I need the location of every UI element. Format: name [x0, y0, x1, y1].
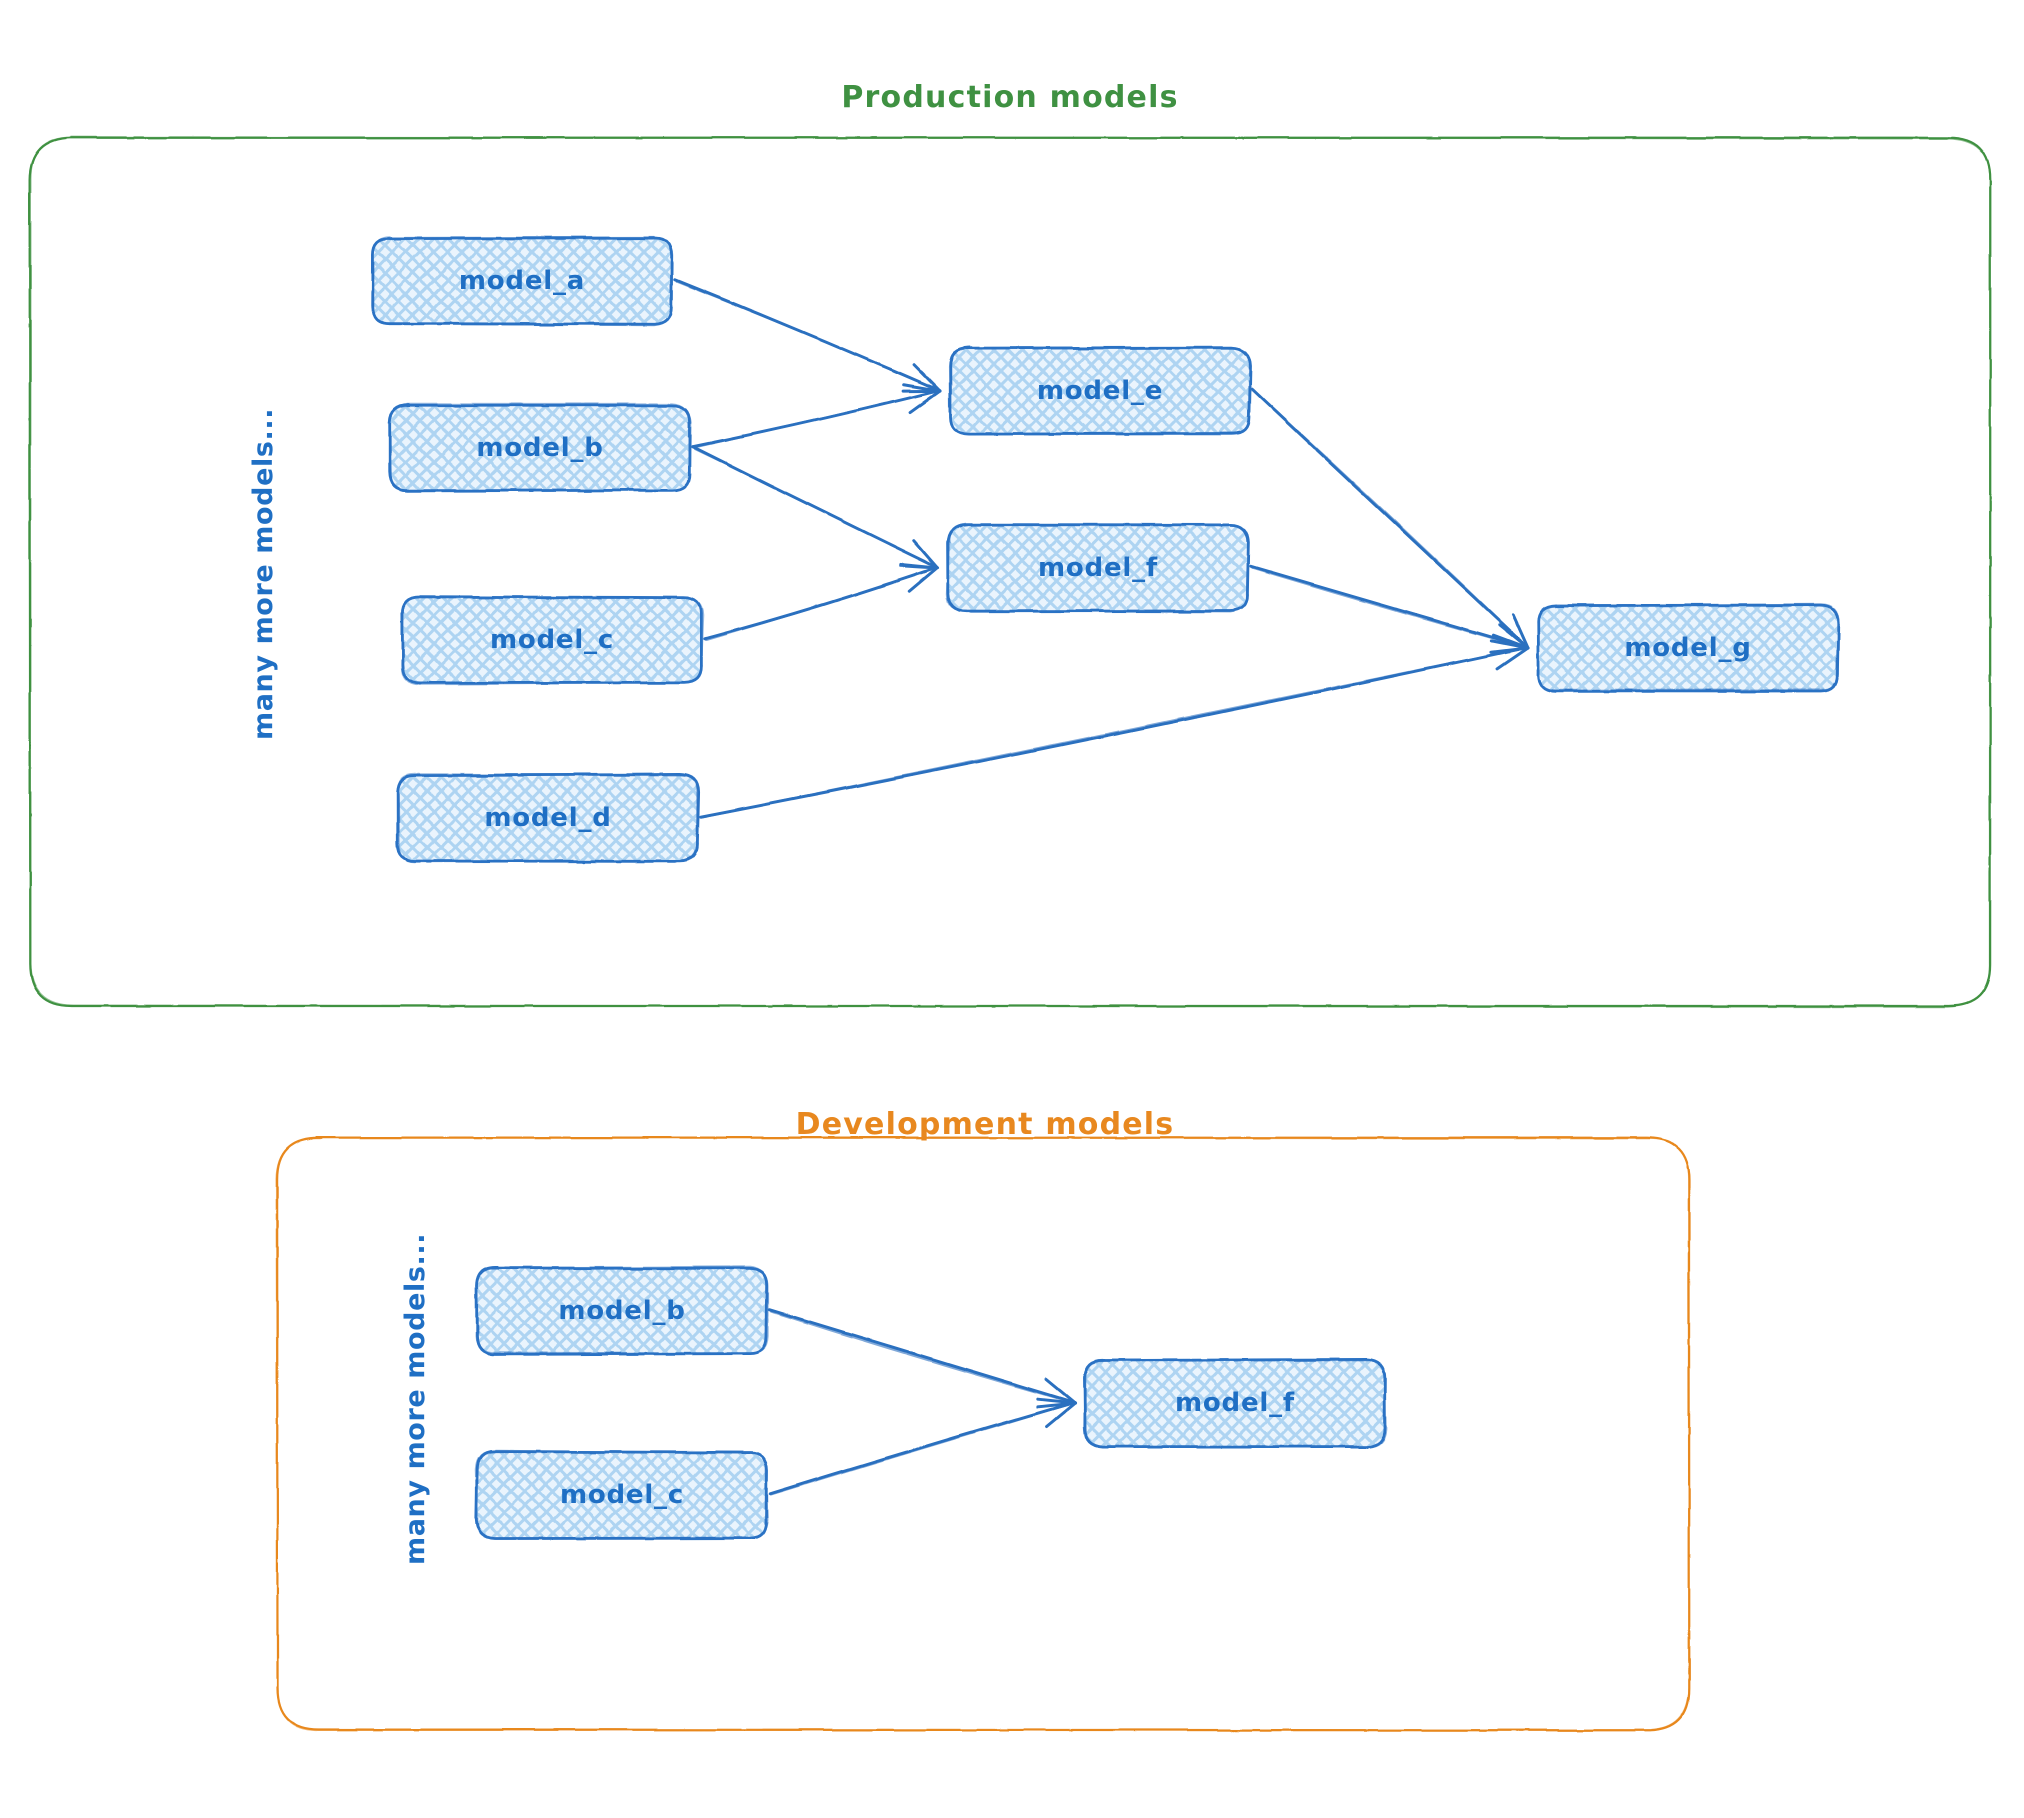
group-container-production — [28, 136, 1992, 1008]
edge-prod_b-to-prod_f — [691, 445, 940, 570]
group-containers — [28, 136, 1992, 1732]
node-prod_d[interactable] — [396, 772, 701, 863]
side-label-production: many more models... — [248, 407, 279, 740]
node-dev_c[interactable] — [474, 1449, 770, 1540]
nodes-layer — [370, 235, 1840, 1540]
edge-dev_c-to-dev_f — [768, 1397, 1077, 1496]
edge-prod_f-to-prod_g — [1249, 565, 1530, 654]
group-title-production: Production models — [841, 80, 1179, 115]
node-prod_f[interactable] — [945, 523, 1250, 614]
edge-dev_b-to-dev_f — [768, 1308, 1077, 1409]
node-prod_g[interactable] — [1536, 603, 1840, 693]
node-prod_a[interactable] — [370, 235, 674, 327]
edge-prod_b-to-prod_e — [691, 383, 942, 449]
edges-layer — [673, 278, 1530, 1496]
group-title-development: Development models — [795, 1107, 1175, 1142]
node-prod_b[interactable] — [388, 402, 692, 493]
node-dev_f[interactable] — [1083, 1357, 1387, 1449]
group-container-development — [275, 1136, 1691, 1732]
node-prod_c[interactable] — [400, 595, 705, 686]
edge-prod_d-to-prod_g — [699, 639, 1530, 819]
node-dev_b[interactable] — [475, 1265, 770, 1356]
side-label-development: many more models... — [400, 1232, 431, 1565]
node-prod_e[interactable] — [948, 345, 1252, 436]
edge-prod_c-to-prod_f — [703, 562, 940, 641]
edge-prod_a-to-prod_e — [673, 278, 942, 393]
